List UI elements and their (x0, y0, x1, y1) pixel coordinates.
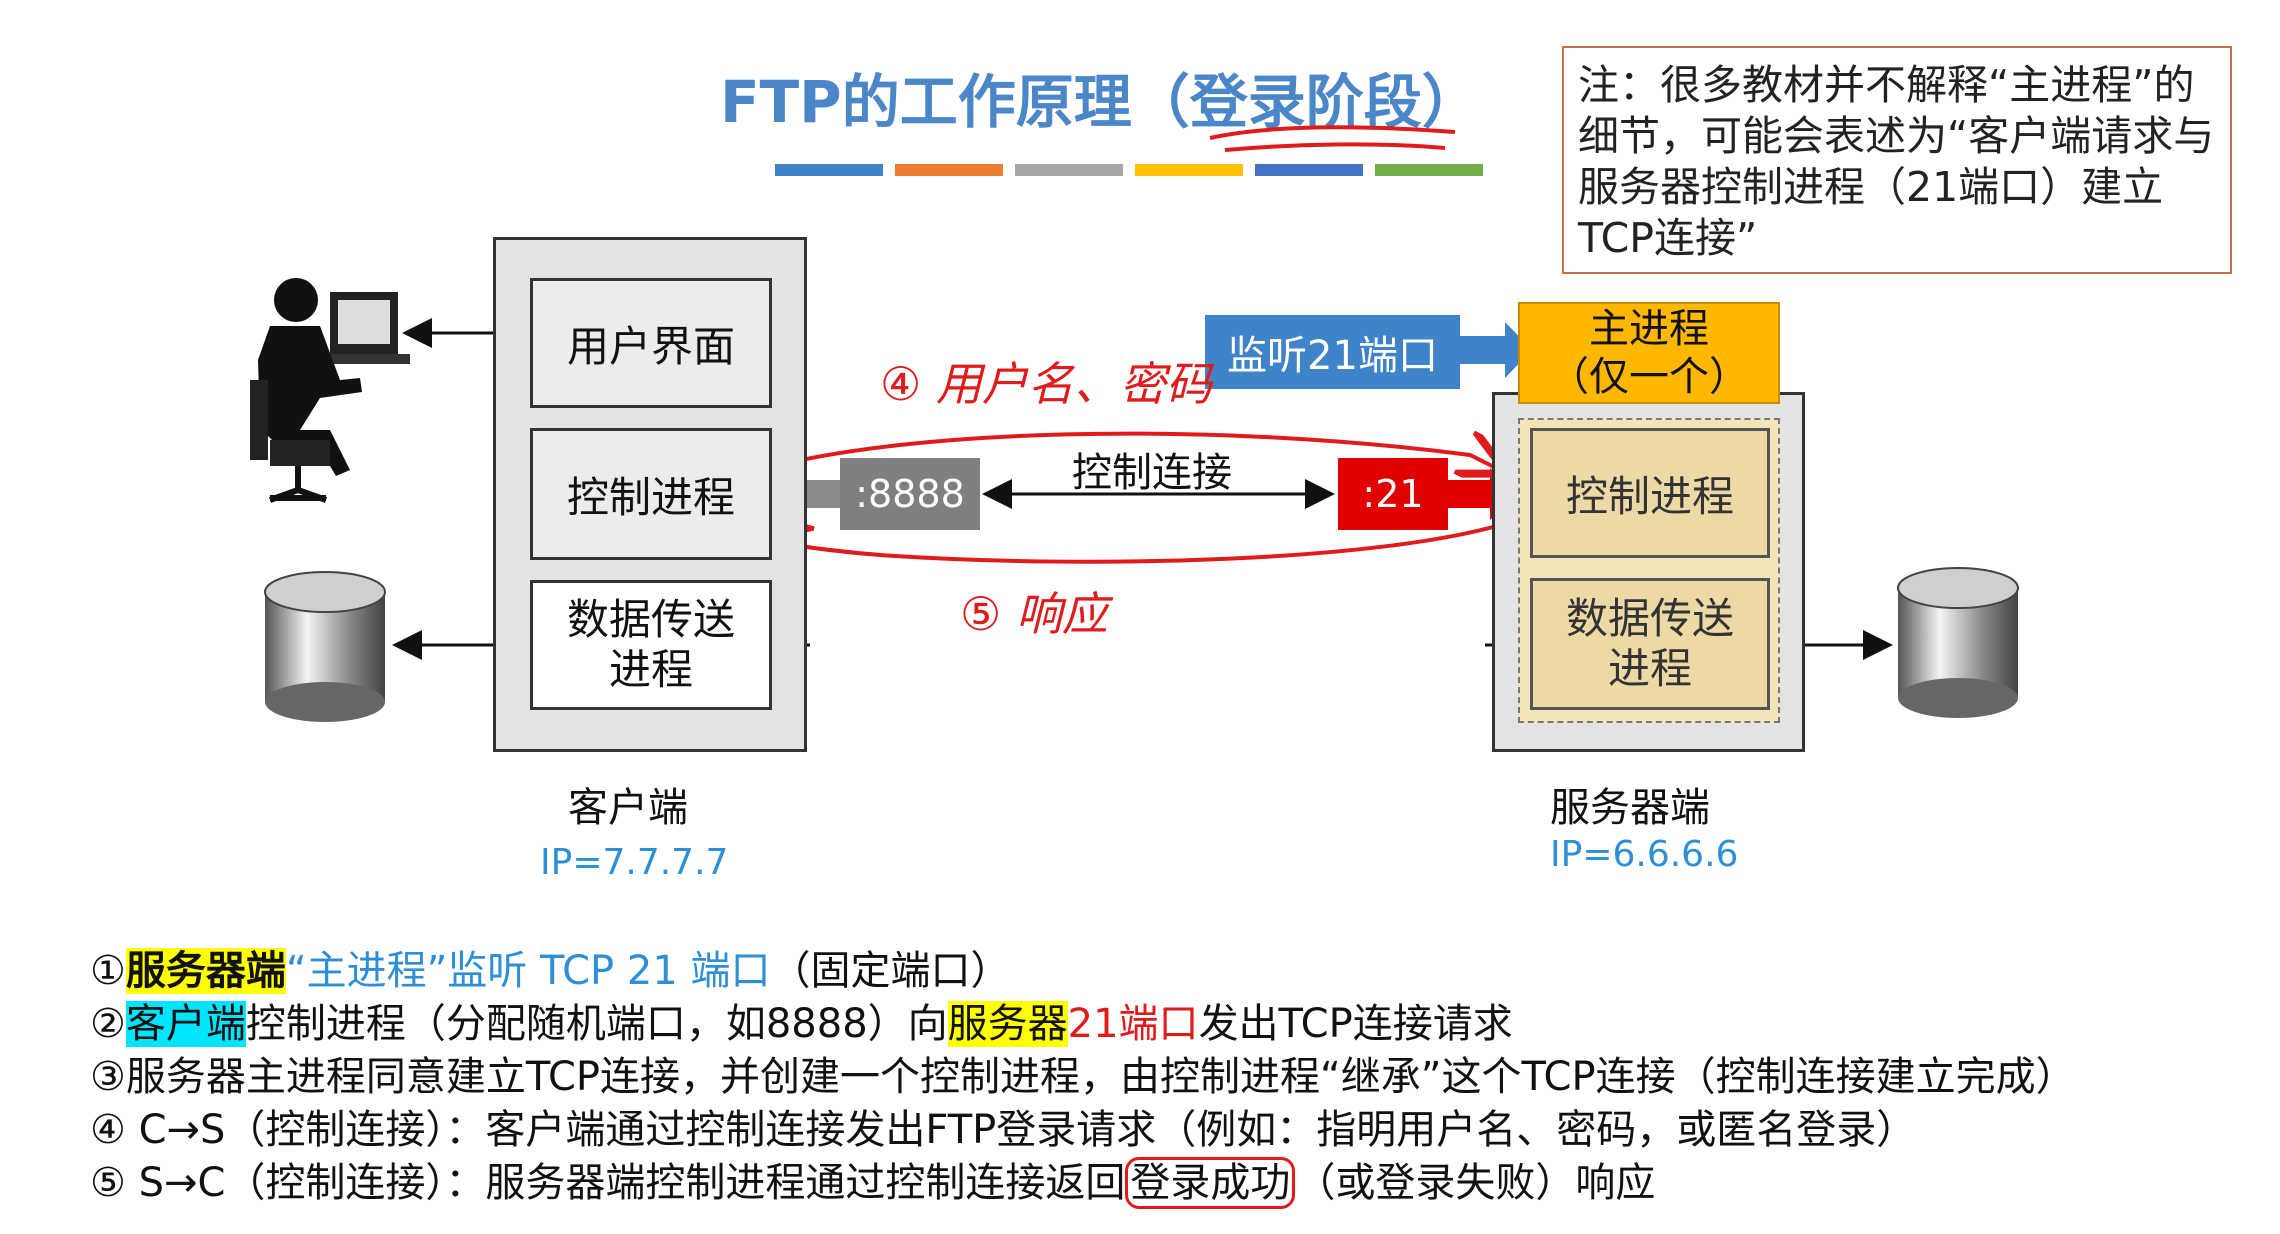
note-box: 注：很多教材并不解释“主进程”的细节，可能会表述为“客户端请求与服务器控制进程（… (1562, 46, 2232, 274)
note-text: 注：很多教材并不解释“主进程”的细节，可能会表述为“客户端请求与服务器控制进程（… (1578, 61, 2215, 262)
step-2-mid: 控制进程（分配随机端口，如8888）向 (245, 1001, 948, 1047)
client-caption: 客户端 (568, 785, 688, 831)
port-8888-label: :8888 (855, 472, 965, 516)
listen-21-box: 监听21端口 (1205, 315, 1460, 389)
control-connection-label: 控制连接 (1072, 450, 1232, 496)
server-data-line1: 数据传送 (1565, 594, 1734, 643)
client-database-icon (264, 571, 386, 722)
step-2-num: ② (90, 1001, 126, 1047)
client-control-process: 控制进程 (530, 428, 772, 560)
main-process-line1: 主进程 (1589, 306, 1709, 352)
title-underlined: 登录阶段 (1189, 68, 1422, 136)
server-control-label: 控制进程 (1565, 471, 1734, 521)
client-control-label: 控制进程 (566, 472, 735, 522)
title-suffix: ） (1421, 68, 1480, 136)
client-ui-label: 用户界面 (566, 321, 735, 371)
step-2: ②客户端控制进程（分配随机端口，如8888）向服务器21端口发出TCP连接请求 (90, 998, 2076, 1051)
steps-list: ①服务器端“主进程”监听 TCP 21 端口（固定端口） ②客户端控制进程（分配… (90, 945, 2076, 1210)
port-21-label: :21 (1362, 472, 1424, 516)
step-2-rest: 发出TCP连接请求 (1198, 1001, 1513, 1047)
page-title: FTP的工作原理（登录阶段） (720, 55, 1480, 139)
step-1-highlight: 服务器端 (125, 948, 286, 994)
step-5: ⑤ S→C（控制连接）：服务器端控制进程通过控制连接返回登录成功（或登录失败）响… (90, 1157, 2076, 1210)
step-3: ③服务器主进程同意建立TCP连接，并创建一个控制进程，由控制进程“继承”这个TC… (90, 1054, 2076, 1100)
client-ui-box: 用户界面 (530, 278, 772, 408)
step-1-blue: “主进程”监听 TCP 21 端口 (285, 948, 771, 994)
step-2-highlight-server: 服务器 (947, 1001, 1068, 1047)
port-21-box: :21 (1338, 458, 1448, 530)
server-control-process: 控制进程 (1530, 428, 1770, 558)
request-curve (759, 434, 1500, 470)
server-database-icon (1897, 567, 2019, 718)
response-curve (770, 525, 1501, 562)
step-4: ④ C→S（控制连接）：客户端通过控制连接发出FTP登录请求（例如：指明用户名、… (90, 1107, 1917, 1153)
client-data-line2: 进程 (608, 645, 693, 694)
client-data-line1: 数据传送 (566, 595, 735, 644)
step-1-rest: （固定端口） (770, 948, 1011, 994)
listen-21-label: 监听21端口 (1227, 333, 1438, 379)
step-5-post: （或登录失败）响应 (1295, 1160, 1656, 1206)
step-1-num: ① (90, 948, 126, 994)
title-handwritten-underline (1209, 125, 1456, 152)
server-data-line2: 进程 (1607, 644, 1692, 693)
client-data-process: 数据传送 进程 (530, 580, 772, 710)
handwritten-step5: ⑤ 响应 (960, 587, 1108, 641)
step-5-pre: ⑤ S→C（控制连接）：服务器端控制进程通过控制连接返回 (90, 1160, 1126, 1206)
handwritten-step4: ④ 用户名、密码 (880, 357, 1212, 411)
step-2-highlight-client: 客户端 (125, 1001, 246, 1047)
port-8888-box: :8888 (840, 458, 980, 530)
user-computer-icon (250, 278, 410, 503)
step-2-red: 21端口 (1067, 1001, 1199, 1047)
listen-arrowhead (1460, 322, 1532, 378)
step-1: ①服务器端“主进程”监听 TCP 21 端口（固定端口） (90, 945, 2076, 998)
step-5-boxed: 登录成功 (1125, 1157, 1296, 1209)
title-prefix: FTP的工作原理（ (720, 68, 1190, 136)
main-process-line2: （仅一个） (1549, 354, 1749, 400)
client-ip: IP=7.7.7.7 (540, 842, 729, 883)
server-ip: IP=6.6.6.6 (1550, 834, 1739, 875)
server-main-process: 主进程 （仅一个） (1518, 302, 1780, 404)
server-caption: 服务器端 (1550, 785, 1710, 831)
server-data-process: 数据传送 进程 (1530, 578, 1770, 710)
